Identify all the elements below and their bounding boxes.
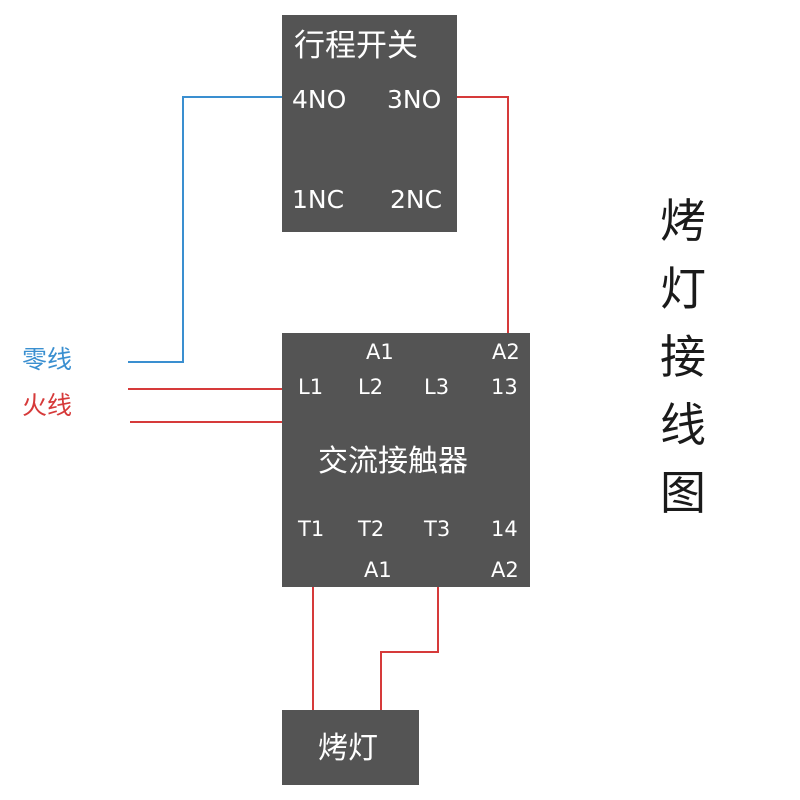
contactor-terminal-l2: L2 — [358, 375, 384, 399]
contactor-terminal-14: 14 — [491, 517, 518, 541]
lamp-label: 烤灯 — [318, 731, 378, 766]
contactor-terminal-t3: T3 — [424, 517, 451, 541]
side-title-char: 图 — [660, 466, 706, 520]
terminal-3no: 3NO — [387, 85, 442, 114]
side-title-char: 接 — [660, 330, 706, 384]
wire-3no-to-a2 — [456, 96, 509, 333]
contactor-terminal-l3: L3 — [424, 375, 450, 399]
contactor-terminal-13: 13 — [491, 375, 518, 399]
lamp-box — [282, 710, 419, 785]
side-title-char: 灯 — [660, 262, 706, 316]
neutral-wire — [128, 96, 288, 363]
travel-switch-title: 行程开关 — [294, 28, 418, 64]
terminal-4no: 4NO — [292, 85, 347, 114]
contactor-box — [282, 333, 530, 587]
travel-switch-box — [282, 15, 457, 232]
contactor-title: 交流接触器 — [318, 444, 468, 479]
side-title-char: 烤 — [660, 194, 706, 248]
contactor-terminal-a1-bottom: A1 — [364, 558, 392, 582]
side-title-char: 线 — [660, 398, 706, 452]
terminal-1nc: 1NC — [292, 185, 345, 214]
contactor-terminal-a1-top: A1 — [366, 340, 394, 364]
contactor-terminal-a2-bottom: A2 — [491, 558, 519, 582]
terminal-2nc: 2NC — [390, 185, 443, 214]
contactor-terminal-a2-top: A2 — [492, 340, 520, 364]
live-wire-label: 火线 — [22, 391, 73, 420]
contactor-terminal-l1: L1 — [298, 375, 324, 399]
contactor-terminal-t1: T1 — [298, 517, 325, 541]
side-title: 烤 灯 接 线 图 — [648, 198, 718, 538]
neutral-wire-label: 零线 — [22, 345, 73, 374]
contactor-terminal-t2: T2 — [358, 517, 385, 541]
wire-t3-to-lamp — [380, 550, 439, 720]
